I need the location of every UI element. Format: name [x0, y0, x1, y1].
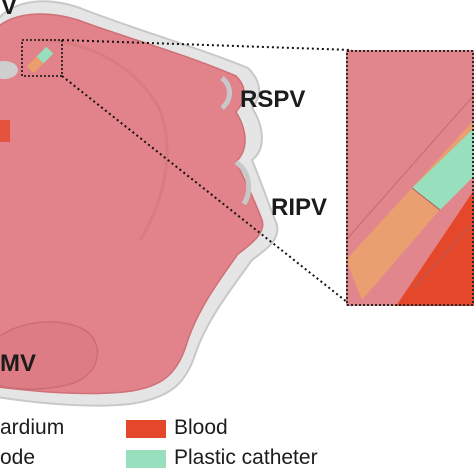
vein-lumen	[0, 61, 18, 79]
zoom-connector-bottom	[61, 75, 353, 307]
ripv-ostium	[234, 159, 252, 206]
legend-label-myocardium: ardium	[0, 416, 65, 439]
inner-shading	[39, 38, 169, 241]
catheter-small	[26, 46, 54, 74]
label-mv: MV	[0, 350, 36, 377]
zoom-source-box	[21, 39, 63, 77]
inset-blood	[396, 190, 474, 306]
legend-swatch-blood	[126, 420, 166, 438]
left-edge-tab	[0, 120, 10, 142]
inset-plastic-catheter	[412, 128, 474, 210]
legend-swatch-plastic-catheter	[126, 450, 166, 468]
label-ripv: RIPV	[271, 194, 328, 221]
rspv-ostium	[220, 76, 232, 110]
left-atrium-body	[0, 13, 264, 395]
zoom-inset-frame	[346, 50, 474, 306]
zoom-connector-top	[61, 39, 353, 51]
legend-label-blood: Blood	[174, 416, 228, 439]
zoom-inset	[346, 50, 474, 306]
legend-label-plastic-catheter: Plastic catheter	[174, 446, 318, 469]
label-top-left: V	[1, 0, 18, 20]
label-rspv: RSPV	[240, 86, 306, 113]
legend-label-electrode: ode	[0, 446, 36, 469]
mitral-valve-ring	[0, 321, 99, 390]
